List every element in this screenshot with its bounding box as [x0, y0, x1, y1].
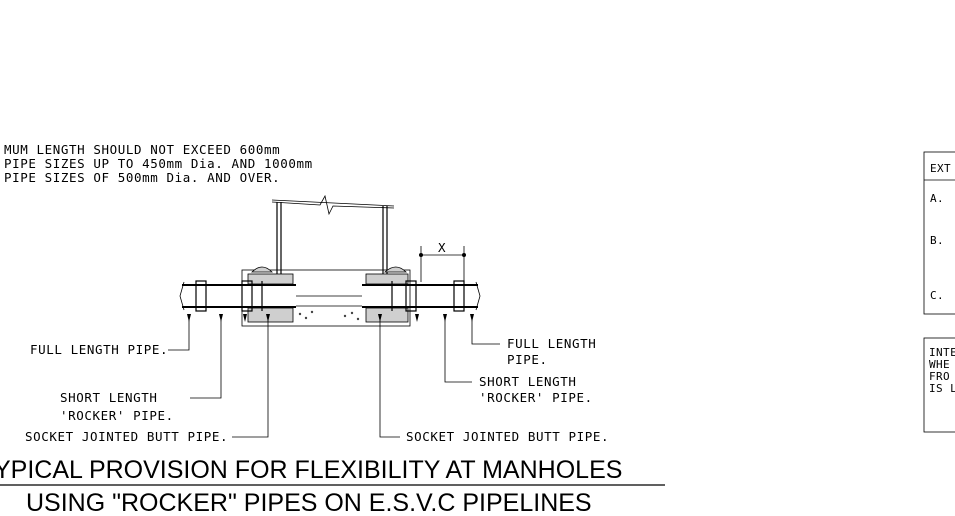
side-table-row-c: C. — [930, 289, 944, 302]
label-full-length-right-1: FULL LENGTH — [507, 336, 596, 351]
side-table-row-a: A. — [930, 192, 944, 205]
label-full-length-left: FULL LENGTH PIPE. — [30, 342, 168, 357]
side-table: EXT A. B. C. INTE WHE FRO IS L — [923, 151, 955, 433]
label-short-length-left-1: SHORT LENGTH — [60, 390, 158, 405]
drawing-title: YPICAL PROVISION FOR FLEXIBILITY AT MANH… — [0, 456, 665, 516]
note-line-1: MUM LENGTH SHOULD NOT EXCEED 600mm — [4, 142, 280, 157]
note-line-2: PIPE SIZES UP TO 450mm Dia. AND 1000mm — [4, 156, 313, 171]
leader-arrows — [168, 314, 500, 438]
side-note-line-4: IS L — [929, 382, 955, 395]
side-note-line-3: FRO — [929, 370, 950, 383]
label-socket-right: SOCKET JOINTED BUTT PIPE. — [406, 429, 609, 444]
label-socket-left: SOCKET JOINTED BUTT PIPE. — [25, 429, 228, 444]
pipeline-right — [362, 280, 481, 312]
label-short-length-left-2: 'ROCKER' PIPE. — [60, 408, 174, 423]
side-note-line-2: WHE — [929, 358, 950, 371]
dimension-x: X — [419, 240, 466, 282]
title-line-2: USING "ROCKER" PIPES ON E.S.V.C PIPELINE… — [26, 489, 592, 516]
title-line-1: YPICAL PROVISION FOR FLEXIBILITY AT MANH… — [0, 456, 622, 484]
note-line-3: PIPE SIZES OF 500mm Dia. AND OVER. — [4, 170, 280, 185]
pipeline-left — [179, 280, 296, 312]
length-note: MUM LENGTH SHOULD NOT EXCEED 600mm PIPE … — [4, 142, 313, 185]
label-short-length-right-2: 'ROCKER' PIPE. — [479, 390, 593, 405]
label-full-length-right-2: PIPE. — [507, 352, 548, 367]
manhole-riser — [271, 194, 395, 278]
pipe-labels: FULL LENGTH PIPE. SHORT LENGTH 'ROCKER' … — [25, 336, 609, 444]
side-table-header: EXT — [930, 162, 951, 175]
dimension-x-label: X — [438, 240, 446, 255]
label-short-length-right-1: SHORT LENGTH — [479, 374, 577, 389]
side-note-line-1: INTE — [929, 346, 955, 359]
side-table-row-b: B. — [930, 234, 944, 247]
